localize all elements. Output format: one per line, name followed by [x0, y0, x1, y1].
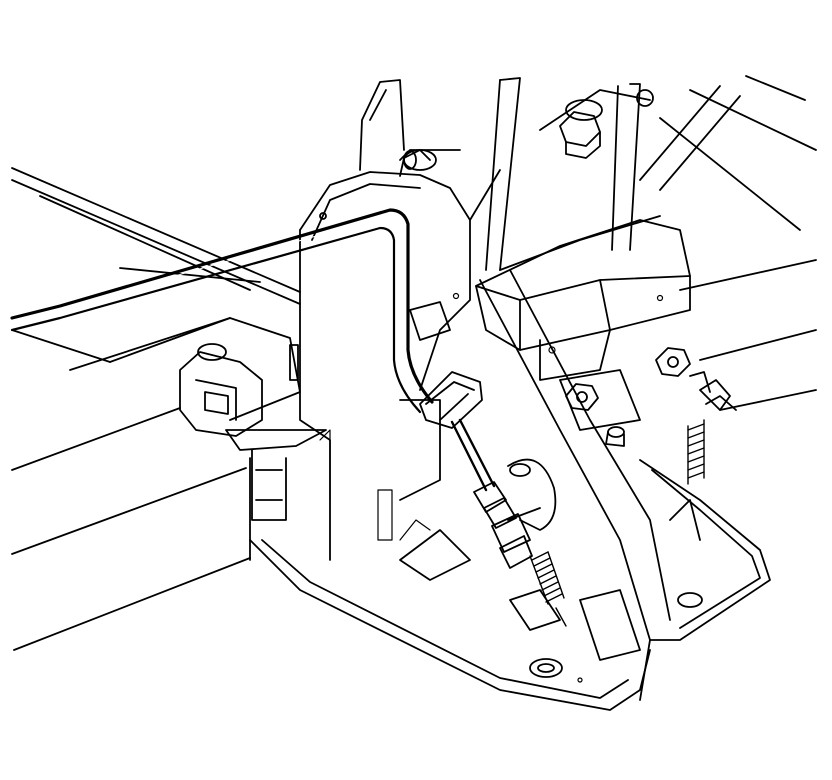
brake-light-switch	[474, 482, 540, 568]
return-spring-left	[530, 552, 566, 626]
pivot-pin	[404, 151, 416, 169]
switch-lead	[452, 420, 494, 490]
pedal-arm	[480, 78, 670, 700]
right-sensor	[690, 372, 736, 410]
bolt-hex-top	[560, 100, 602, 158]
left-bracket	[180, 344, 326, 520]
harness-connector	[420, 372, 482, 428]
stud-lower	[606, 427, 624, 446]
return-spring-right	[688, 420, 704, 484]
right-base-plate	[640, 460, 770, 640]
wiring-harness	[12, 210, 432, 412]
bolt-hex-middle	[566, 384, 598, 410]
bolt-hex-right	[656, 348, 690, 376]
switch-mount	[508, 460, 555, 530]
floor-panel	[12, 168, 300, 650]
bracket-details	[320, 294, 663, 683]
clamp-block	[476, 216, 690, 430]
base-plate	[250, 530, 650, 710]
firewall-panel	[640, 76, 816, 410]
